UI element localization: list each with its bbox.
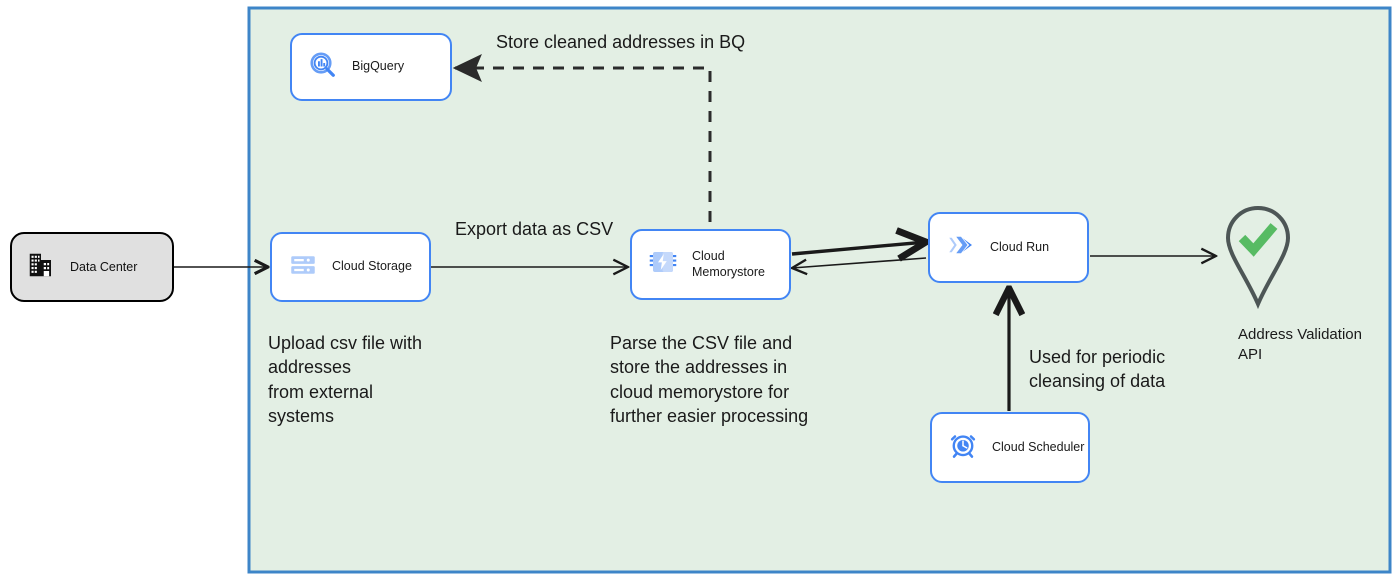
edge-label-export-csv: Export data as CSV: [455, 219, 614, 239]
address-validation-api-label: Address Validation API: [1238, 326, 1362, 364]
node-bigquery[interactable]: BigQuery: [290, 33, 452, 101]
edge-memorystore-to-cloudrun: [791, 242, 926, 254]
node-bigquery-label: BigQuery: [352, 59, 405, 74]
node-data-center[interactable]: Data Center: [10, 232, 174, 302]
node-address-validation-api[interactable]: [1216, 202, 1300, 312]
edge-dashed-to-bigquery: [452, 53, 712, 222]
note-parse-csv: Parse the CSV file and store the address…: [610, 333, 809, 426]
edge-label-store-cleaned: Store cleaned addresses in BQ: [496, 32, 746, 52]
bigquery-icon: [308, 50, 338, 85]
cloud-boundary-rect: [247, 6, 1392, 574]
node-cloud-memorystore-label: Cloud Memorystore: [692, 248, 765, 279]
cloud-run-icon: [946, 230, 976, 265]
node-cloud-run[interactable]: Cloud Run: [928, 212, 1089, 283]
node-cloud-run-label: Cloud Run: [990, 239, 1050, 254]
node-cloud-storage-label: Cloud Storage: [332, 259, 412, 274]
node-cloud-memorystore[interactable]: Cloud Memorystore: [630, 229, 791, 300]
map-pin-check-icon: [1225, 205, 1291, 310]
node-cloud-scheduler[interactable]: Cloud Scheduler: [930, 412, 1090, 483]
edge-cloudrun-to-memorystore: [792, 257, 927, 268]
edge-label-periodic-cleansing: Used for periodic cleansing of data: [1029, 347, 1166, 391]
node-data-center-label: Data Center: [70, 260, 138, 274]
cloud-storage-icon: [288, 250, 318, 285]
cloud-memorystore-icon: [648, 247, 678, 282]
data-center-building-icon: [26, 250, 56, 285]
node-cloud-storage[interactable]: Cloud Storage: [270, 232, 431, 302]
node-cloud-scheduler-label: Cloud Scheduler: [992, 439, 1085, 454]
cloud-scheduler-alarm-clock-icon: [948, 430, 978, 465]
note-upload-csv: Upload csv file with addresses from exte…: [268, 333, 423, 426]
